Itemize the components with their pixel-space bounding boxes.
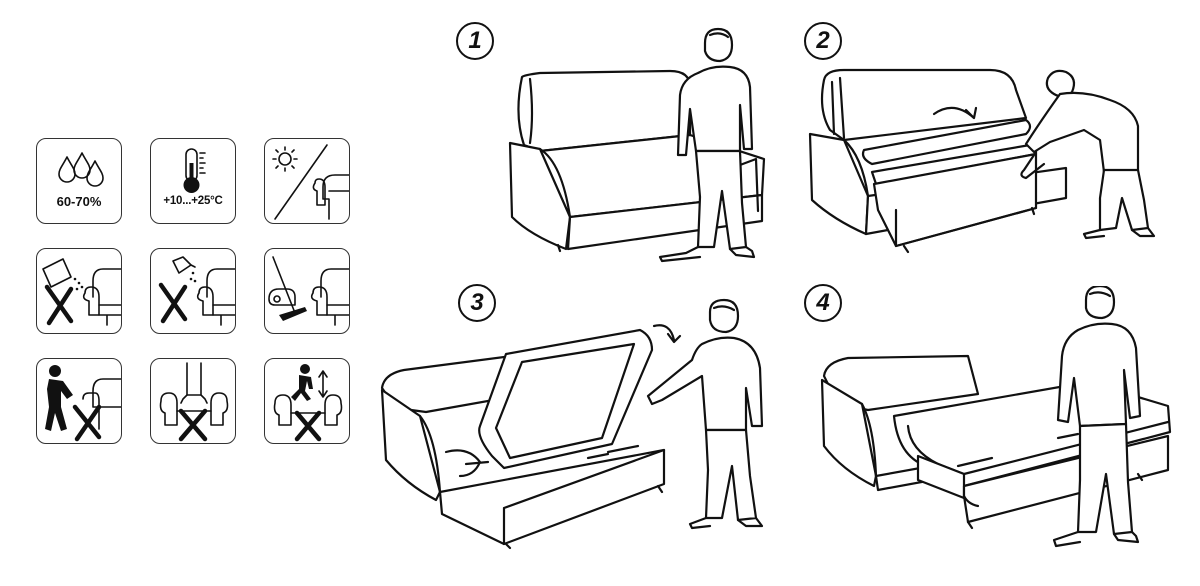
- person-pushing: [646, 298, 764, 530]
- step-3-illustration: [380, 298, 764, 550]
- care-tile-no-spill: [36, 248, 122, 334]
- humidity-label: 60-70%: [56, 194, 102, 209]
- step-4-illustration: [820, 286, 1172, 548]
- person-standing: [658, 27, 756, 263]
- step-number-4: 4: [804, 284, 842, 322]
- person-bending: [1020, 69, 1156, 240]
- care-tile-no-standing: [150, 358, 236, 444]
- person-standing-back: [1052, 286, 1142, 548]
- sofa-extending: [808, 68, 1068, 254]
- no-spill-bucket-icon: [42, 258, 121, 326]
- step-number-2: 2: [804, 22, 842, 60]
- care-tile-no-lifting: [36, 358, 122, 444]
- care-tile-no-bottle: [150, 248, 236, 334]
- vacuum-cleaner-icon: [268, 256, 349, 326]
- step-number-1: 1: [456, 22, 494, 60]
- care-tile-humidity: 60-70%: [36, 138, 122, 224]
- step-1-illustration: [508, 27, 766, 263]
- care-tile-vacuum: [264, 248, 350, 334]
- step-number-3: 3: [458, 284, 496, 322]
- temperature-label: +10...+25°C: [163, 195, 223, 207]
- no-person-lifting-icon: [45, 365, 121, 442]
- no-standing-on-seat-icon: [159, 362, 229, 442]
- sun-crossed-sofa-icon: [272, 144, 349, 220]
- sofa-opened-storage: [380, 324, 682, 550]
- no-jumping-icon: [273, 364, 343, 442]
- thermometer-icon: [183, 148, 206, 193]
- no-bottle-spill-icon: [158, 256, 235, 326]
- care-tile-no-jumping: [264, 358, 350, 444]
- care-tile-no-sunlight: [264, 138, 350, 224]
- step-2-illustration: [808, 68, 1156, 254]
- care-tile-temperature: +10...+25°C: [150, 138, 236, 224]
- water-drops-icon: [58, 152, 104, 187]
